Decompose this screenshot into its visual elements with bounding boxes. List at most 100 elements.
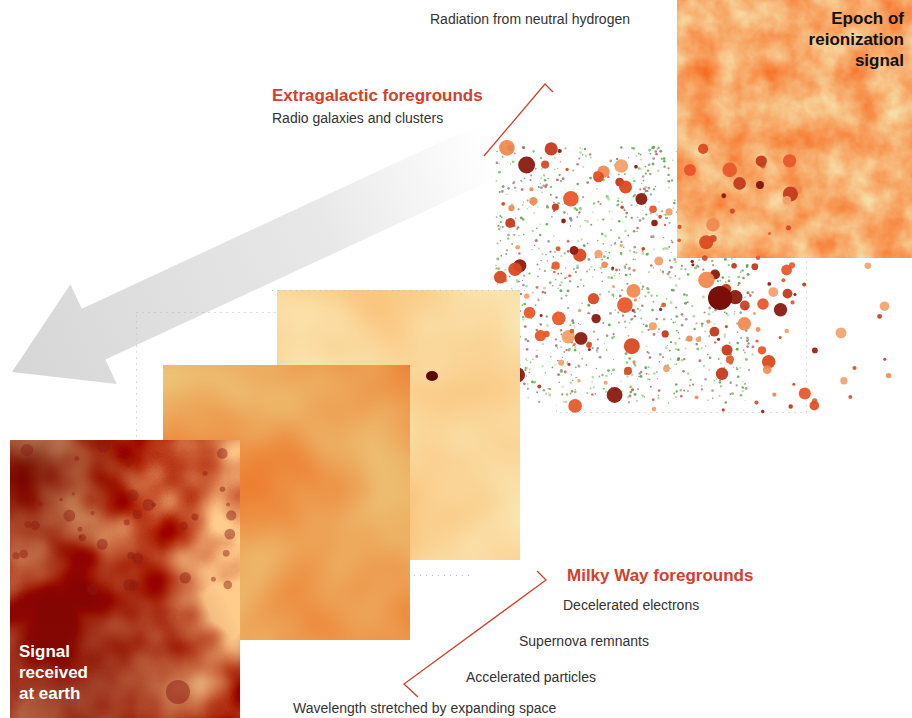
speck	[551, 269, 553, 271]
speck	[507, 234, 510, 237]
radio-source	[756, 327, 761, 332]
speck	[712, 397, 714, 399]
speck	[742, 381, 743, 382]
speck	[666, 217, 668, 219]
radio-source	[541, 161, 549, 169]
speck	[537, 298, 539, 300]
observed-source	[97, 440, 110, 453]
speck	[499, 191, 501, 193]
speck	[737, 331, 739, 333]
speck	[749, 294, 752, 297]
speck	[627, 235, 629, 237]
speck	[537, 206, 539, 208]
speck	[590, 266, 592, 268]
speck	[644, 295, 646, 297]
radio-source	[588, 293, 599, 304]
speck	[518, 252, 520, 254]
radio-source	[722, 408, 725, 411]
speck	[681, 324, 684, 327]
speck	[668, 222, 670, 224]
speck	[521, 180, 523, 182]
speck	[652, 146, 655, 149]
speck	[737, 276, 740, 279]
speck	[648, 164, 650, 166]
speck	[626, 283, 628, 285]
speck	[541, 291, 544, 294]
radio-source	[620, 244, 623, 247]
speck	[741, 269, 744, 272]
speck	[608, 324, 611, 327]
speck	[623, 247, 624, 248]
speck	[725, 281, 727, 283]
speck	[572, 322, 574, 324]
speck	[589, 177, 592, 180]
speck	[667, 167, 669, 169]
speck	[597, 219, 599, 221]
observed-source	[191, 514, 198, 521]
speck	[514, 152, 516, 154]
speck	[687, 273, 690, 276]
speck	[641, 183, 642, 184]
speck	[594, 393, 596, 395]
speck	[633, 230, 636, 233]
radio-source	[652, 407, 657, 412]
speck	[507, 238, 509, 240]
speck	[639, 297, 640, 298]
speck	[623, 208, 626, 211]
speck	[638, 372, 641, 375]
speck	[667, 217, 669, 219]
observed-source	[78, 527, 83, 532]
speck	[555, 338, 557, 340]
speck	[628, 357, 631, 360]
speck	[701, 388, 703, 390]
speck	[553, 271, 556, 274]
speck	[549, 281, 552, 284]
speck	[539, 234, 541, 236]
speck	[616, 158, 618, 160]
speck	[601, 259, 603, 261]
observed-source	[63, 510, 75, 522]
speck	[612, 368, 615, 371]
radio-source	[556, 246, 561, 251]
radio-source	[864, 262, 871, 269]
speck	[677, 358, 680, 361]
speck	[548, 393, 551, 396]
speck	[682, 370, 685, 373]
speck	[724, 334, 726, 336]
observed-source	[59, 498, 63, 502]
speck	[515, 190, 516, 191]
speck	[562, 386, 564, 388]
speck	[609, 160, 612, 163]
observed-shade	[10, 440, 240, 718]
speck	[522, 204, 524, 206]
speck	[545, 372, 546, 373]
speck	[659, 150, 662, 153]
speck	[516, 279, 518, 281]
speck	[564, 147, 566, 149]
speck	[618, 220, 621, 223]
speck	[675, 284, 678, 287]
speck	[586, 181, 589, 184]
speck	[560, 297, 562, 299]
speck	[695, 322, 697, 324]
speck	[744, 352, 746, 354]
speck	[557, 273, 559, 275]
radio-source	[545, 142, 558, 155]
radio-source	[537, 384, 541, 388]
speck	[560, 346, 562, 348]
speck	[497, 242, 499, 244]
speck	[527, 388, 529, 390]
speck	[598, 376, 600, 378]
speck	[631, 217, 633, 219]
speck	[648, 149, 651, 152]
radio-source	[593, 171, 604, 182]
speck	[578, 211, 581, 214]
speck	[601, 272, 603, 274]
speck	[647, 199, 648, 200]
radio-source	[632, 309, 635, 312]
speck	[555, 344, 558, 347]
speck	[675, 348, 677, 350]
speck	[583, 285, 585, 287]
radio-source	[756, 256, 760, 260]
speck	[603, 388, 605, 390]
